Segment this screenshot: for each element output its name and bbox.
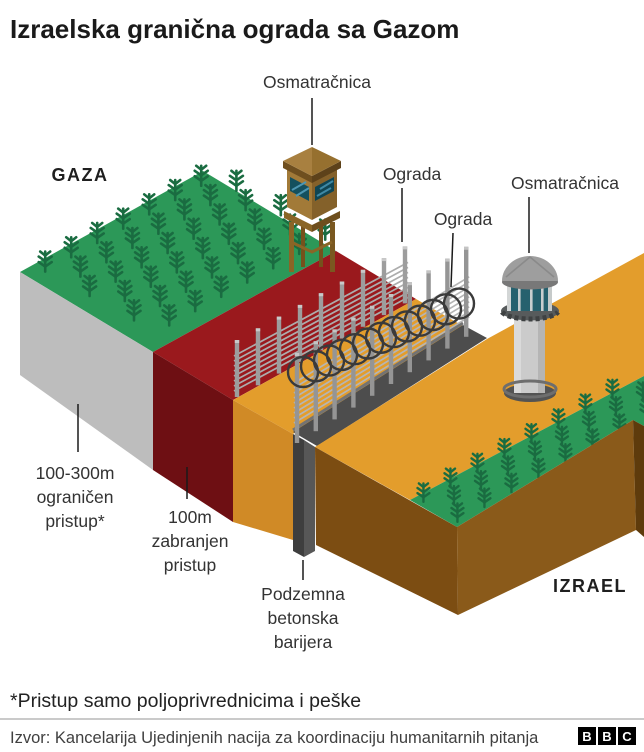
wire-fence-inner [233,246,409,397]
watchtower-floor-left [284,211,312,232]
fence-label-1: Ograda [383,164,442,184]
restricted-line-3: pristup* [45,511,105,531]
buffer-strip-side [233,400,293,540]
no-go-line-1: 100m [168,507,212,527]
israel-patrol-strip [315,253,644,500]
no-go-line-2: zabranjen [152,531,229,551]
restricted-zone-label: 100-300m ograničen pristup* [36,463,115,531]
cyl-tower-mullion [530,281,533,311]
israel-ground [315,253,644,615]
no-go-zone-top [153,251,416,400]
cyl-tower-column-shade [538,315,545,393]
cyl-tower-frame [507,281,511,311]
israel-label: IZRAEL [553,576,627,596]
bbc-logo-block [578,727,596,745]
barrier-line-2: betonska [267,608,338,628]
cyl-tower-mullion [518,281,521,311]
cyl-tower-mullion [541,281,544,311]
buffer-strip-gaza [233,299,463,540]
israel-soil-front [315,447,458,615]
window-glint [291,181,310,197]
no-go-zone [153,251,416,522]
no-go-line-3: pristup [164,555,217,575]
cyl-tower-column-highlight [514,315,521,393]
barrier-slab-dark [293,434,304,557]
watchtower-leg [330,222,335,272]
fence-label-2: Ograda [434,209,493,229]
buffer-strip-top [233,299,463,434]
razor-wire-icon [286,287,476,389]
watchtower-leg [319,224,323,267]
bbc-letter: B [582,729,591,744]
cyl-tower-collar-teeth [500,310,560,322]
watchtower-roof-rim-left [283,161,312,183]
bbc-logo: B B C [578,727,636,745]
watchtower-brace [290,240,333,254]
bbc-logo-block [598,727,616,745]
window-glint [316,180,334,197]
watchtower-square [283,147,341,272]
watchtower-label-right: Osmatračnica [511,173,619,193]
barrier-line-1: Podzemna [261,584,345,604]
concrete-barrier [292,321,487,557]
watchtower-leg [289,222,294,272]
watchtower-cylinder [500,256,560,402]
watchtower-leg [301,224,305,267]
watchtower-roof-rim-right [312,161,341,183]
gaza-field-side [20,272,153,470]
no-go-zone-label: 100m zabranjen pristup [152,507,229,575]
israel-soil-right [457,420,636,615]
bbc-letter: C [622,729,632,744]
bbc-letter: B [602,729,611,744]
underground-barrier-label: Podzemna betonska barijera [261,584,345,652]
gaza-field [20,164,336,470]
bbc-logo-block [618,727,636,745]
watchtower-label-top: Osmatračnica [263,72,371,92]
barrier-line-3: barijera [274,632,333,652]
barrier-slab-light [304,440,315,557]
no-go-zone-side [153,352,233,522]
barrier-top-lip [292,321,464,432]
watchtower-roof-facet [283,147,312,176]
restricted-line-2: ograničen [37,487,114,507]
footnote: *Pristup samo poljoprivrednicima i peške [10,690,361,712]
watchtower-roof-facet [312,147,341,176]
cyl-tower-base-ring [502,379,558,399]
page-title: Izraelska granična ograda sa Gazom [10,14,459,44]
gaza-label: GAZA [52,165,109,185]
dome-seams [505,256,555,278]
barrier-band [293,325,487,446]
watchtower-window [290,177,309,201]
israel-soil-cap [633,420,644,537]
cyl-tower-frame [548,281,552,311]
restricted-line-1: 100-300m [36,463,115,483]
watchtower-floor-right [312,211,340,232]
source-line: Izvor: Kancelarija Ujedinjenih nacija za… [10,729,539,747]
callout-line [450,232,454,288]
cyl-tower-dome [502,256,558,281]
